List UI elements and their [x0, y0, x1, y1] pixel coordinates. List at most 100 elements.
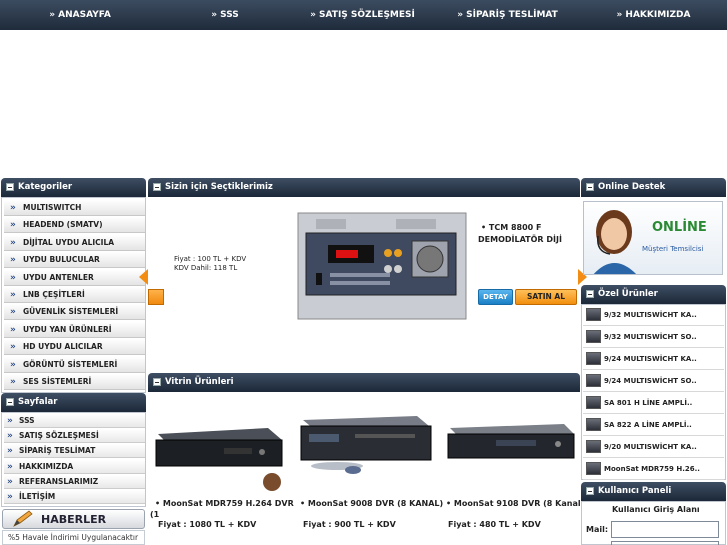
chevron-right-icon: » — [10, 324, 16, 335]
featured-product-image[interactable] — [296, 211, 468, 321]
special-product-item[interactable]: 9/24 MULTISWİCHT SO.. — [583, 370, 724, 392]
page-link-item[interactable]: » İLETİŞİM — [4, 490, 145, 504]
top-navigation: » ANASAYFA » SSS » SATIŞ SÖZLEŞMESİ » Sİ… — [0, 0, 727, 30]
nav-home[interactable]: » ANASAYFA — [49, 10, 111, 20]
category-item[interactable]: »GÖRÜNTÜ SİSTEMLERİ — [4, 356, 145, 373]
featured-product-name-1[interactable]: • TCM 8800 F — [481, 223, 542, 232]
special-product-item[interactable]: 9/20 MULTISWİCHT KA.. — [583, 436, 724, 458]
special-product-label: 9/24 MULTISWİCHT KA.. — [604, 355, 697, 363]
chevron-right-icon: » — [10, 272, 16, 283]
category-item[interactable]: » HD UYDU ALICILAR — [4, 339, 145, 356]
category-item-label: HEADEND (SMATV) — [23, 220, 103, 230]
page-link-label: SATIŞ SÖZLEŞMESİ — [19, 431, 99, 441]
slider-prev-arrow[interactable] — [139, 269, 148, 285]
vitrin-product-image-2[interactable] — [299, 412, 433, 476]
news-ticker: %5 Havale İndirimi Uygulanacaktır — [2, 530, 145, 545]
news-ticker-text: %5 Havale İndirimi Uygulanacaktır — [8, 533, 139, 542]
special-product-label: 9/24 MULTISWİCHT SO.. — [604, 377, 697, 385]
special-product-label: 9/20 MULTISWİCHT KA.. — [604, 443, 697, 451]
special-product-item[interactable]: SA 822 A LİNE AMPLİ.. — [583, 414, 724, 436]
news-title: HABERLER — [41, 513, 107, 526]
category-item[interactable]: » LNB ÇEŞİTLERİ — [4, 287, 145, 303]
chevron-right-icon: » — [7, 492, 13, 502]
featured-product-name-2[interactable]: DEMODİLATÖR DİJİ — [478, 235, 562, 244]
vitrin-product-image-3[interactable] — [446, 420, 578, 470]
vitrin-header: Vitrin Ürünleri — [148, 373, 580, 392]
news-header: HABERLER — [2, 509, 145, 529]
nav-sales-contract[interactable]: » SATIŞ SÖZLEŞMESİ — [310, 10, 415, 20]
product-thumbnail — [586, 352, 601, 365]
category-item[interactable]: »GÜVENLİK SİSTEMLERİ — [4, 304, 145, 321]
header-icon — [586, 183, 594, 191]
support-header: Online Destek — [581, 178, 726, 197]
login-title: Kullanıcı Giriş Alanı — [612, 505, 700, 514]
category-item-label: HD UYDU ALICILAR — [23, 342, 103, 352]
slider-prev-tab[interactable] — [148, 289, 164, 305]
ozel-panel — [581, 304, 726, 480]
category-item-label: SES SİSTEMLERİ — [23, 377, 92, 386]
special-product-label: 9/32 MULTISWİCHT SO.. — [604, 333, 697, 341]
nav-faq[interactable]: » SSS — [211, 10, 239, 20]
vitrin-product-name-2[interactable]: • MoonSat 9008 DVR (8 KANAL) — [300, 499, 444, 508]
slider-next-arrow[interactable] — [578, 269, 587, 285]
header-icon — [153, 183, 161, 191]
chevron-right-icon: » — [10, 307, 16, 318]
vitrin-product-name-1[interactable]: • MoonSat MDR759 H.264 DVR — [155, 499, 294, 508]
detail-button[interactable]: DETAY — [478, 289, 513, 305]
support-title: Online Destek — [598, 182, 666, 192]
vitrin-product-name-1-wrap[interactable]: (1 — [150, 510, 160, 519]
vitrin-product-image-1[interactable] — [154, 420, 286, 492]
support-banner[interactable]: ONLİNE Müşteri Temsilcisi — [583, 201, 723, 275]
nav-order-delivery[interactable]: » SİPARİŞ TESLİMAT — [457, 10, 558, 20]
product-thumbnail — [586, 308, 601, 321]
chevron-right-icon: » — [10, 359, 16, 370]
pages-title: Sayfalar — [18, 397, 58, 407]
page-link-item[interactable]: »SSS — [4, 414, 145, 428]
header-icon — [586, 487, 594, 495]
category-item[interactable]: »UYDU BULUCULAR — [4, 252, 145, 269]
password-input-edge[interactable] — [611, 541, 719, 545]
categories-title: Kategoriler — [18, 182, 73, 192]
buy-button[interactable]: SATIN AL — [515, 289, 577, 305]
special-product-item[interactable]: 9/32 MULTISWİCHT SO.. — [583, 326, 724, 348]
special-product-label: 9/32 MULTISWİCHT KA.. — [604, 311, 697, 319]
category-item[interactable]: » DİJİTAL UYDU ALICILA — [4, 234, 145, 251]
page-link-item[interactable]: »HAKKIMIZDA — [4, 459, 145, 474]
special-product-item[interactable]: SA 801 H LİNE AMPLİ.. — [583, 392, 724, 414]
category-item[interactable]: »MULTISWITCH — [4, 200, 145, 216]
chevron-right-icon: » — [7, 446, 13, 457]
chevron-right-icon: » — [10, 237, 16, 248]
header-icon — [153, 378, 161, 386]
ozel-title: Özel Ürünler — [598, 289, 658, 299]
user-title: Kullanıcı Paneli — [598, 486, 672, 496]
category-item[interactable]: »HEADEND (SMATV) — [4, 217, 145, 234]
chevron-right-icon: » — [10, 377, 16, 387]
vitrin-product-name-3[interactable]: • MoonSat 9108 DVR (8 Kanal) — [446, 499, 585, 508]
chevron-right-icon: » — [10, 290, 16, 300]
page-link-label: SİPARİŞ TESLİMAT — [19, 446, 96, 456]
product-thumbnail — [586, 418, 601, 431]
category-item[interactable]: » SES SİSTEMLERİ — [4, 374, 145, 390]
user-header: Kullanıcı Paneli — [581, 482, 726, 501]
category-item-label: LNB ÇEŞİTLERİ — [23, 290, 85, 299]
header-icon — [586, 290, 594, 298]
special-product-item[interactable]: MoonSat MDR759 H.26.. — [583, 458, 724, 480]
special-product-item[interactable]: 9/32 MULTISWİCHT KA.. — [583, 304, 724, 326]
product-thumbnail — [586, 396, 601, 409]
nav-about[interactable]: » HAKKIMIZDA — [616, 10, 691, 20]
category-item[interactable]: »UYDU ANTENLER — [4, 269, 145, 286]
page-link-label: HAKKIMIZDA — [19, 461, 74, 471]
chevron-right-icon: » — [10, 342, 16, 353]
page-link-item[interactable]: » SİPARİŞ TESLİMAT — [4, 444, 145, 459]
page-link-item[interactable]: »REFERANSLARIMIZ — [4, 474, 145, 489]
header-icon — [6, 398, 14, 406]
category-item-label: DİJİTAL UYDU ALICILA — [23, 237, 115, 247]
special-product-item[interactable]: 9/24 MULTISWİCHT KA.. — [583, 348, 724, 370]
page-link-item[interactable]: »SATIŞ SÖZLEŞMESİ — [4, 429, 145, 444]
vitrin-product-price-1: Fiyat : 1080 TL + KDV — [158, 520, 257, 529]
header-icon — [6, 183, 14, 191]
page-link-label: İLETİŞİM — [19, 492, 56, 501]
featured-title: Sizin için Seçtiklerimiz — [165, 182, 273, 192]
category-item[interactable]: »UYDU YAN ÜRÜNLERİ — [4, 321, 145, 338]
mail-input[interactable] — [611, 521, 719, 538]
